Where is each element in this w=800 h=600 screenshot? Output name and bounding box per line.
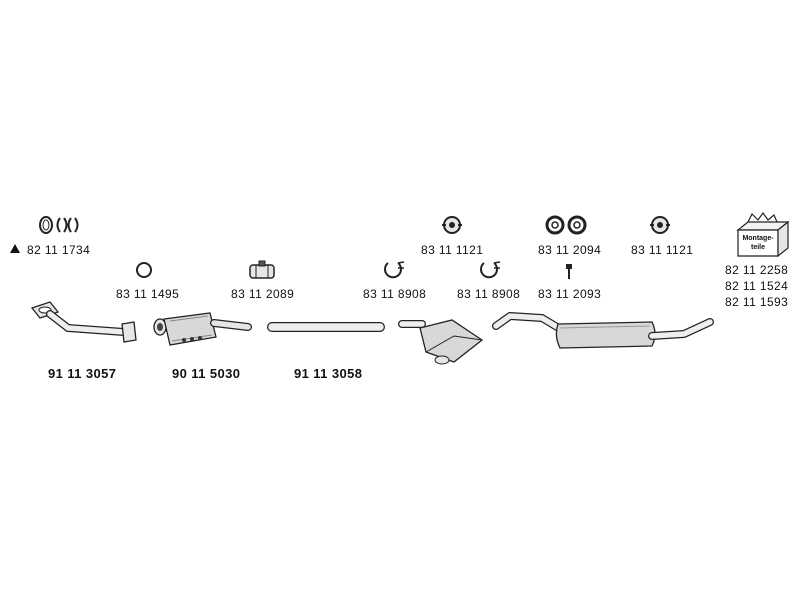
part-number-bolt: 83 11 2093 — [538, 287, 602, 301]
part-number-ring: 83 11 1495 — [116, 287, 180, 301]
part-number-catalytic-converter: 90 11 5030 — [172, 366, 241, 381]
pipe-clamp-icon — [246, 260, 278, 282]
part-number-gasket-set: 82 11 1734 — [27, 243, 91, 257]
part-number-rubber-mount-pair: 83 11 2094 — [538, 243, 602, 257]
part-number-clamp-a: 83 11 2089 — [231, 287, 295, 301]
u-bolt-clamp-icon — [380, 260, 406, 282]
gasket-rings-icon — [38, 215, 82, 235]
kit-box-label-line2: teile — [751, 244, 765, 251]
part-number-mounting-kit-2: 82 11 1524 — [725, 279, 789, 293]
part-number-rubber-mount-b: 83 11 1121 — [631, 243, 694, 257]
part-number-clamp-b: 83 11 8908 — [363, 287, 427, 301]
rubber-mount-icon — [648, 213, 672, 237]
bolt-icon — [566, 264, 572, 279]
u-bolt-clamp-icon — [476, 260, 502, 282]
ring-icon — [134, 260, 154, 280]
kit-box-label-line1: Montage- — [742, 235, 774, 242]
part-number-rubber-mount-a: 83 11 1121 — [421, 243, 484, 257]
rear-silencer-icon — [488, 308, 716, 354]
part-number-mounting-kit-1: 82 11 2258 — [725, 263, 789, 277]
catalytic-converter-icon — [150, 307, 256, 353]
part-number-middle-pipe: 91 11 3058 — [294, 366, 363, 381]
triangle-marker-icon — [10, 244, 20, 253]
rubber-mount-icon — [440, 213, 464, 237]
middle-pipe-icon — [266, 318, 386, 336]
part-number-clamp-c: 83 11 8908 — [457, 287, 521, 301]
part-number-front-pipe: 91 11 3057 — [48, 366, 117, 381]
front-pipe-icon — [28, 298, 148, 348]
rubber-mount-pair-icon — [544, 213, 588, 237]
middle-silencer-icon — [396, 316, 488, 368]
part-number-mounting-kit-3: 82 11 1593 — [725, 295, 789, 309]
mounting-kit-box-icon: Montage- teile — [732, 212, 794, 258]
